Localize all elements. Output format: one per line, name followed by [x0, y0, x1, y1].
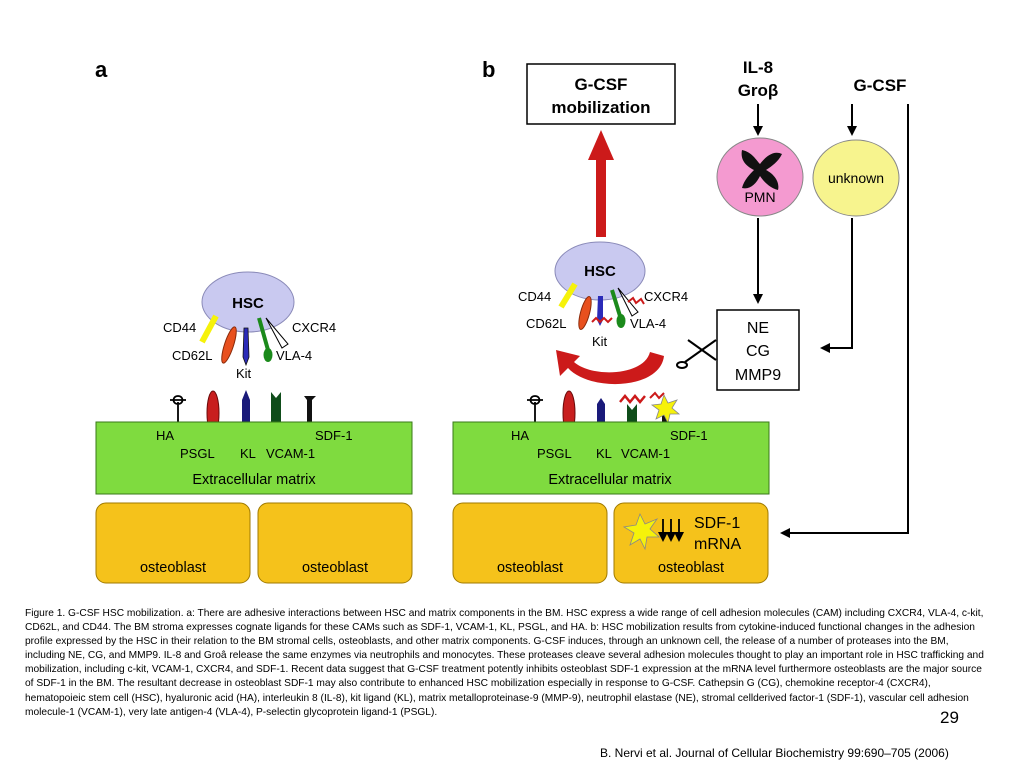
protease-mmp9: MMP9 [735, 367, 781, 384]
osteoblast-label: osteoblast [658, 560, 724, 576]
protease-box [716, 309, 800, 391]
vcam1-label: VCAM-1 [621, 446, 670, 461]
slide-number: 29 [940, 708, 959, 727]
vla4-receptor [257, 317, 270, 351]
extracellular-matrix [452, 421, 770, 495]
ha-label: HA [511, 428, 529, 443]
sdf1-label: SDF-1 [315, 428, 353, 443]
hsc-label: HSC [584, 263, 616, 280]
kit-label: Kit [236, 366, 252, 381]
cd62l-label: CD62L [172, 348, 212, 363]
sdf1-label: SDF-1 [670, 428, 708, 443]
cleaved-cxcr4-mark [627, 296, 645, 305]
arrow-unknown-to-proteases [820, 218, 853, 353]
kl-ligand [242, 390, 250, 422]
red-up-arrow-icon [588, 130, 614, 237]
kit-label: Kit [592, 334, 608, 349]
osteoblast-cell [95, 502, 251, 584]
citation: B. Nervi et al. Journal of Cellular Bioc… [600, 746, 949, 760]
cd62l-receptor [221, 326, 237, 364]
vla4-label: VLA-4 [630, 316, 666, 331]
vla4-label: VLA-4 [276, 348, 312, 363]
vcam1-ligand [627, 404, 637, 422]
cd44-receptor [558, 282, 578, 309]
cxcr4-receptor [265, 317, 289, 349]
vla4-receptor [610, 289, 622, 317]
cxcr4-label: CXCR4 [292, 320, 336, 335]
matrix-label: Extracellular matrix [548, 472, 672, 488]
gcsf-mobilization-box [526, 63, 676, 125]
panel-b-label: b [482, 57, 495, 82]
sdf1-cleavage-star-icon [650, 393, 681, 425]
cd44-label: CD44 [163, 320, 196, 335]
decrease-arrows-icon [658, 519, 684, 542]
il8-label: IL-8 [743, 58, 773, 77]
osteoblast-label: osteoblast [497, 560, 563, 576]
pmn-label: PMN [744, 189, 775, 205]
arrow-gcsf-to-osteoblast [780, 104, 909, 538]
matrix-label: Extracellular matrix [192, 472, 316, 488]
osteoblast-label: osteoblast [140, 560, 206, 576]
mobilization-line2: mobilization [551, 98, 650, 117]
cd44-receptor [199, 314, 219, 344]
osteoblast-cell [257, 502, 413, 584]
vla4-head [263, 348, 273, 362]
cd44-label: CD44 [518, 289, 551, 304]
protease-ne: NE [747, 320, 769, 337]
psgl-label: PSGL [180, 446, 215, 461]
extracellular-matrix [95, 421, 413, 495]
ha-ligand [170, 395, 186, 422]
unknown-cell [812, 139, 900, 217]
sdf1-mrna-line1: SDF-1 [694, 515, 740, 532]
ha-label: HA [156, 428, 174, 443]
grob-label: Groβ [738, 81, 779, 100]
cleaved-sdf1-mark [649, 391, 665, 400]
cleaved-vcam1-mark [619, 394, 646, 404]
figure-diagram: a HSC CD44 CXCR4 CD62L VLA-4 Kit HA SDF-… [95, 57, 909, 584]
cleaved-kit-mark [591, 316, 613, 324]
kit-receptor [242, 327, 250, 367]
inhibition-star-icon [622, 512, 661, 551]
osteoblast-label: osteoblast [302, 560, 368, 576]
kl-label: KL [596, 446, 612, 461]
unknown-label: unknown [828, 170, 884, 186]
kit-receptor [597, 296, 603, 326]
ha-ligand [527, 395, 543, 422]
vcam1-ligand [271, 392, 281, 422]
sdf1-mrna-line2: mRNA [694, 536, 741, 553]
panel-a-label: a [95, 57, 108, 82]
vcam1-label: VCAM-1 [266, 446, 315, 461]
cd62l-receptor [578, 296, 592, 330]
hsc-label: HSC [232, 295, 264, 312]
scissors-icon [676, 339, 717, 369]
kl-label: KL [240, 446, 256, 461]
osteoblast-cell [452, 502, 608, 584]
mobilization-line1: G-CSF [575, 75, 628, 94]
protease-cg: CG [746, 343, 770, 360]
figure-caption: Figure 1. G-CSF HSC mobilization. a: The… [25, 608, 984, 718]
vla4-head [616, 314, 626, 328]
psgl-label: PSGL [537, 446, 572, 461]
kl-ligand [597, 398, 605, 422]
red-curved-arrow-icon [556, 350, 664, 385]
cxcr4-label: CXCR4 [644, 289, 688, 304]
neutrophil-nucleus-icon [741, 150, 782, 190]
pmn-cell [716, 137, 804, 217]
gcsf-label: G-CSF [854, 76, 907, 95]
cd62l-label: CD62L [526, 316, 566, 331]
sdf1-ligand [304, 396, 316, 422]
